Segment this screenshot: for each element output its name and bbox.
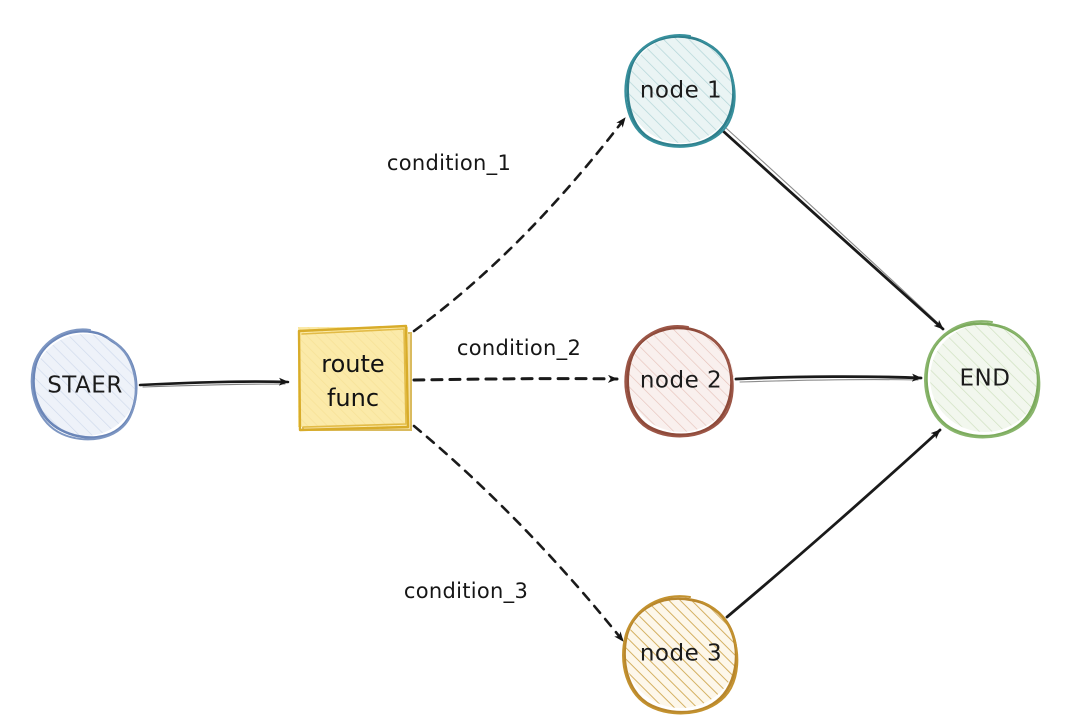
node-node3[interactable]: node 3 (622, 595, 739, 715)
node-start-label: STAER (47, 373, 123, 399)
node-node1[interactable]: node 1 (624, 34, 736, 148)
edge-route-to-node2[interactable] (412, 374, 619, 383)
edge-node1-to-end[interactable] (721, 127, 945, 331)
node-node2[interactable]: node 2 (624, 325, 734, 438)
node-route-func-label-line1: route (321, 350, 384, 378)
edge-route-to-node3[interactable] (412, 424, 625, 643)
node-route-func-label-line2: func (327, 384, 379, 412)
edge-node3-to-end[interactable] (725, 428, 942, 619)
node-end-label: END (960, 366, 1011, 392)
node-node2-label: node 2 (640, 368, 722, 394)
edges-layer (138, 116, 945, 643)
node-node3-label: node 3 (640, 641, 722, 667)
edge-start-to-route[interactable] (138, 377, 290, 388)
node-end[interactable]: END (924, 320, 1041, 439)
edge-label-condition-1: condition_1 (387, 151, 511, 176)
node-start[interactable]: STAER (30, 328, 138, 441)
edge-labels-layer: condition_1 condition_2 condition_3 (387, 151, 581, 604)
edge-label-condition-3: condition_3 (404, 579, 528, 604)
edge-node2-to-end[interactable] (734, 373, 923, 383)
edge-label-condition-2: condition_2 (457, 336, 581, 361)
edge-route-to-node1[interactable] (412, 116, 627, 333)
node-node1-label: node 1 (640, 78, 722, 104)
node-route-func[interactable]: route func (297, 324, 412, 432)
